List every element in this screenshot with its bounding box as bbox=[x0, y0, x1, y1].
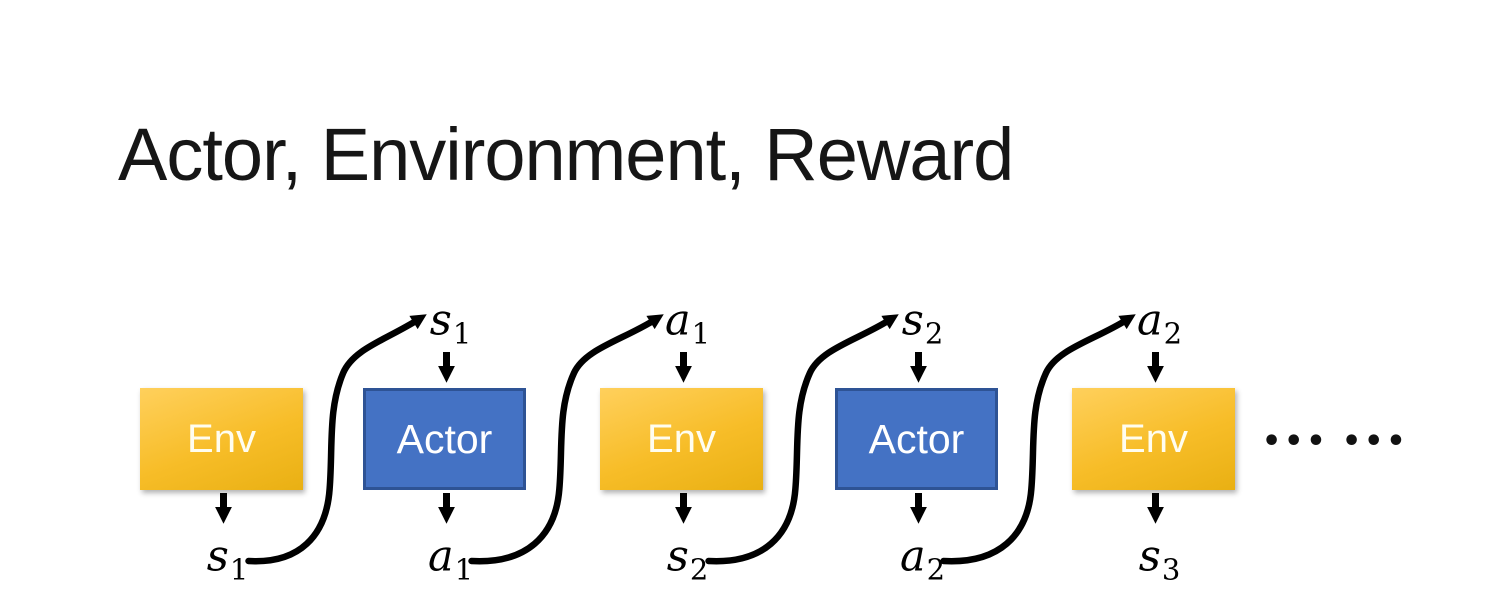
curved-arrow-env-1-to-actor-1 bbox=[245, 314, 427, 565]
label-a2-top: a2 bbox=[1136, 295, 1183, 351]
actor-1-box: Actor bbox=[363, 388, 526, 490]
actor-1-box-label: Actor bbox=[396, 415, 493, 462]
label-a1-top: a1 bbox=[664, 295, 711, 351]
label-s2-top: s2 bbox=[901, 295, 944, 351]
label-s2-bottom: s2 bbox=[666, 531, 709, 587]
curved-arrow-actor-2-to-env-3 bbox=[940, 314, 1136, 565]
curved-arrow-actor-1-to-env-2 bbox=[468, 314, 664, 565]
env-3-box-label: Env bbox=[1119, 416, 1188, 461]
slide-title: Actor, Environment, Reward bbox=[118, 113, 1014, 196]
env-2-box-label: Env bbox=[647, 416, 716, 461]
env-1-box-label: Env bbox=[187, 416, 256, 461]
label-s1-top: s1 bbox=[429, 295, 472, 351]
label-a2-bottom: a2 bbox=[899, 531, 946, 587]
label-s3-bottom: s3 bbox=[1138, 531, 1181, 587]
label-s1-bottom: s1 bbox=[206, 531, 249, 587]
actor-2-box-label: Actor bbox=[868, 415, 965, 462]
env-3-box: Env bbox=[1072, 388, 1235, 490]
env-2-box: Env bbox=[600, 388, 763, 490]
label-a1-bottom: a1 bbox=[427, 531, 474, 587]
curved-arrow-env-2-to-actor-2 bbox=[705, 314, 899, 565]
actor-2-box: Actor bbox=[835, 388, 998, 490]
continuation-dots: ••• ••• bbox=[1262, 424, 1409, 459]
env-1-box: Env bbox=[140, 388, 303, 490]
